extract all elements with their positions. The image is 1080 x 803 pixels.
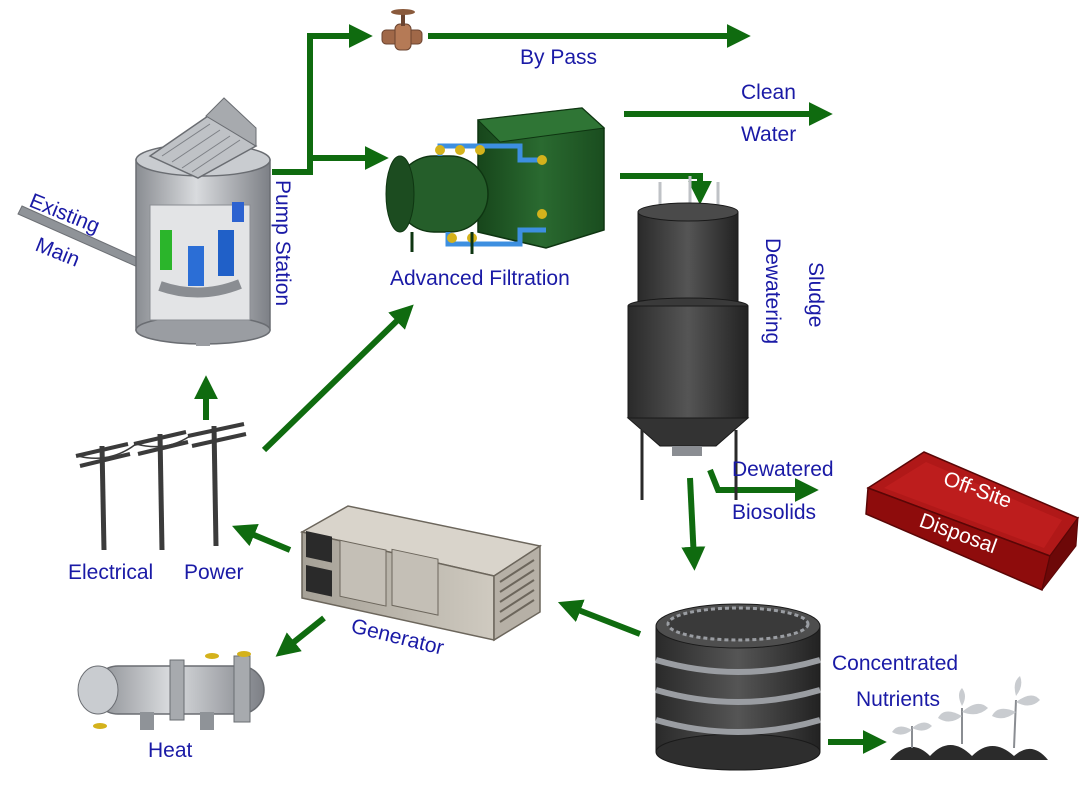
label-biosolids: Biosolids: [732, 501, 816, 524]
arrows: [194, 24, 887, 754]
arrow-power-to-filtration: [261, 304, 414, 453]
arrow-dewatered-biosolids: [707, 468, 819, 502]
plant-seedlings-icon: [890, 676, 1048, 760]
bypass-valve-icon: [381, 9, 423, 51]
arrow-sludge-to-nutrients: [681, 477, 706, 571]
label-by-pass: By Pass: [520, 46, 597, 69]
label-advanced-filtration: Advanced Filtration: [390, 267, 570, 290]
label-clean: Clean: [741, 81, 796, 104]
advanced-filtration-unit-icon: [385, 107, 606, 254]
heat-exchanger-icon: [77, 651, 265, 730]
arrow-pump-to-bypass: [272, 24, 373, 175]
label-power: Power: [184, 561, 244, 584]
label-nutrients: Nutrients: [856, 688, 940, 711]
pump-station-tank-icon: [135, 97, 271, 346]
arrow-filtration-to-sludge: [620, 173, 712, 205]
arrow-nutrients-to-generator: [557, 599, 642, 637]
generator-unit-icon: [299, 505, 542, 642]
label-concentrated: Concentrated: [832, 652, 958, 675]
label-heat: Heat: [148, 739, 193, 762]
label-pump-station: Pump Station: [271, 180, 294, 306]
power-line-poles-icon: [75, 422, 247, 551]
arrow-generator-to-heat: [275, 615, 326, 657]
nutrient-storage-tank-icon: [655, 603, 821, 771]
label-electrical: Electrical: [68, 561, 153, 584]
arrow-generator-to-power: [232, 524, 292, 553]
sludge-dewatering-tank-icon: [626, 176, 750, 500]
label-dewatered: Dewatered: [732, 458, 834, 481]
label-dewatering: Dewatering: [761, 238, 784, 344]
off-site-disposal-bin-icon: [865, 451, 1080, 592]
label-sludge: Sludge: [804, 262, 827, 327]
label-water: Water: [741, 123, 796, 146]
